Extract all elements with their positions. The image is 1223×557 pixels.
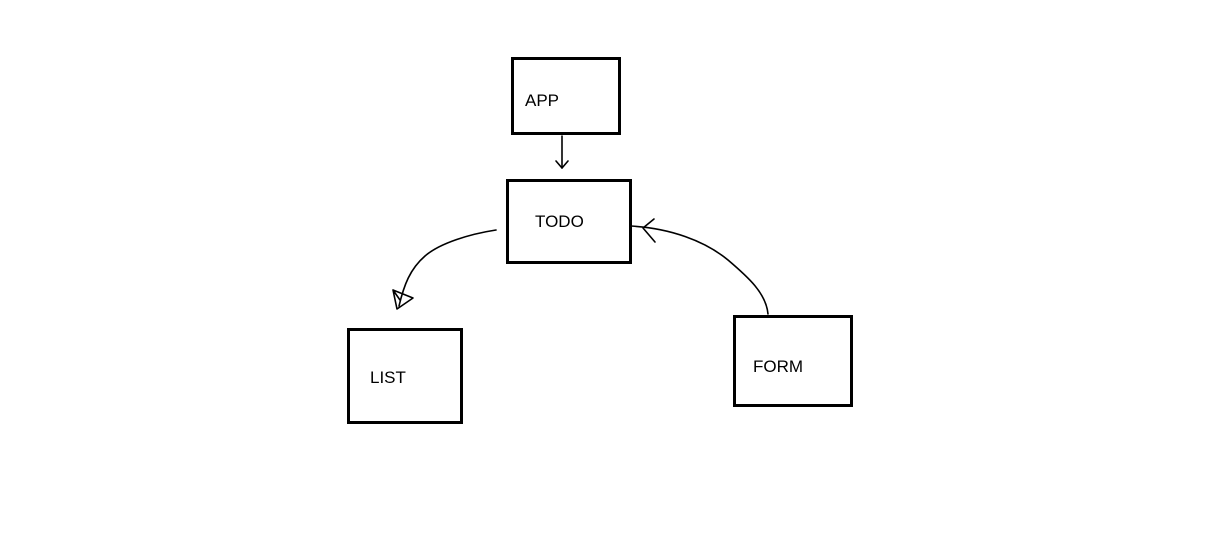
node-form-label: FORM	[753, 357, 804, 376]
node-form: FORM	[733, 315, 853, 407]
edge-todo-to-list-line	[398, 229, 497, 307]
node-todo-label: TODO	[535, 212, 584, 231]
node-list: LIST	[347, 328, 463, 424]
node-app: APP	[511, 57, 621, 135]
edge-form-to-todo-line	[629, 225, 769, 315]
edge-form-to-todo-arrowhead	[642, 218, 656, 243]
edge-todo-to-list-arrowhead	[392, 289, 414, 310]
edge-form-to-todo	[629, 218, 769, 315]
edge-app-to-todo	[555, 135, 569, 169]
edge-app-to-todo-arrowhead	[555, 160, 569, 169]
node-app-label: APP	[525, 91, 560, 110]
edge-todo-to-list	[392, 229, 497, 310]
node-list-label: LIST	[370, 368, 406, 387]
node-todo: TODO	[506, 179, 632, 264]
